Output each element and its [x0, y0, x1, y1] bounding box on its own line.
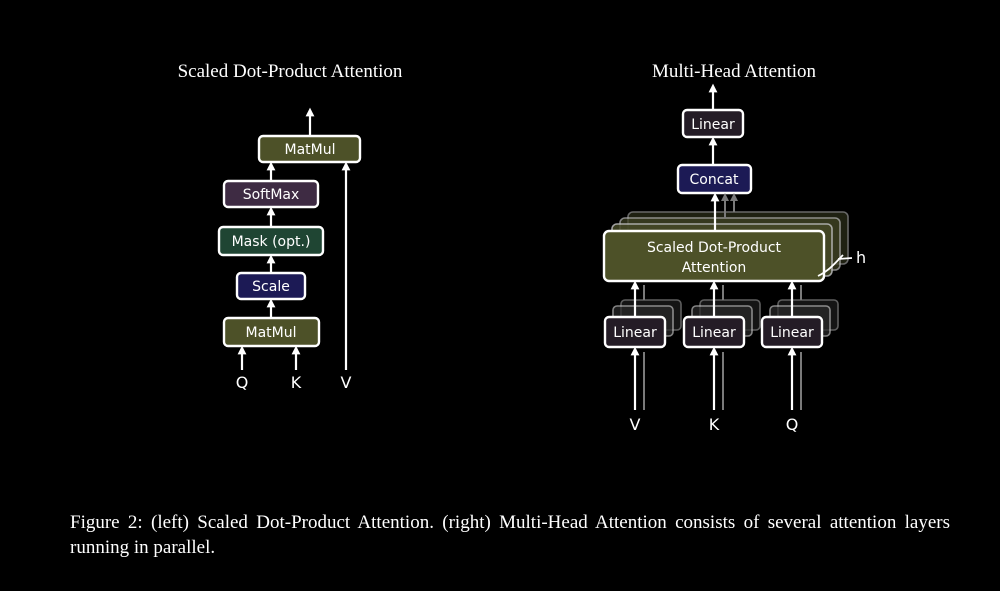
right-linear-k-block: Linear [682, 315, 746, 349]
right-linear-v-label: Linear [613, 325, 657, 341]
right-attention-label-line1: Scaled Dot-Product [647, 240, 782, 256]
left-input-q: Q [236, 373, 249, 392]
right-linear-k-label: Linear [692, 325, 736, 341]
right-input-q: Q [786, 415, 799, 434]
left-softmax-label: SoftMax [243, 187, 300, 203]
left-matmul-top-label: MatMul [285, 142, 336, 158]
left-input-k: K [291, 373, 302, 392]
right-input-k: K [709, 415, 720, 434]
left-mask-label: Mask (opt.) [232, 234, 311, 250]
left-matmul-top-block: MatMul [257, 134, 362, 164]
right-attention-block: Scaled Dot-Product Attention [602, 229, 826, 283]
left-input-v: V [341, 373, 352, 392]
left-matmul-bottom-label: MatMul [246, 325, 297, 341]
right-linear-q-block: Linear [760, 315, 824, 349]
right-attention-label-line2: Attention [682, 260, 747, 276]
left-title: Scaled Dot-Product Attention [178, 61, 403, 82]
right-input-v: V [630, 415, 641, 434]
left-softmax-block: SoftMax [222, 179, 320, 209]
heads-brace [817, 254, 853, 277]
right-linear-v-block: Linear [603, 315, 667, 349]
left-mask-block: Mask (opt.) [217, 225, 325, 257]
heads-label: h [856, 248, 866, 267]
left-matmul-bottom-block: MatMul [222, 316, 321, 348]
right-title: Multi-Head Attention [652, 61, 817, 82]
right-linear-top-block: Linear [681, 108, 745, 139]
figure-caption: Figure 2: (left) Scaled Dot-Product Atte… [70, 512, 950, 558]
right-concat-block: Concat [676, 163, 753, 195]
left-scale-label: Scale [252, 279, 290, 295]
right-linear-top-label: Linear [691, 117, 735, 133]
right-concat-label: Concat [690, 172, 739, 188]
right-linear-q-label: Linear [770, 325, 814, 341]
left-scale-block: Scale [235, 271, 307, 301]
